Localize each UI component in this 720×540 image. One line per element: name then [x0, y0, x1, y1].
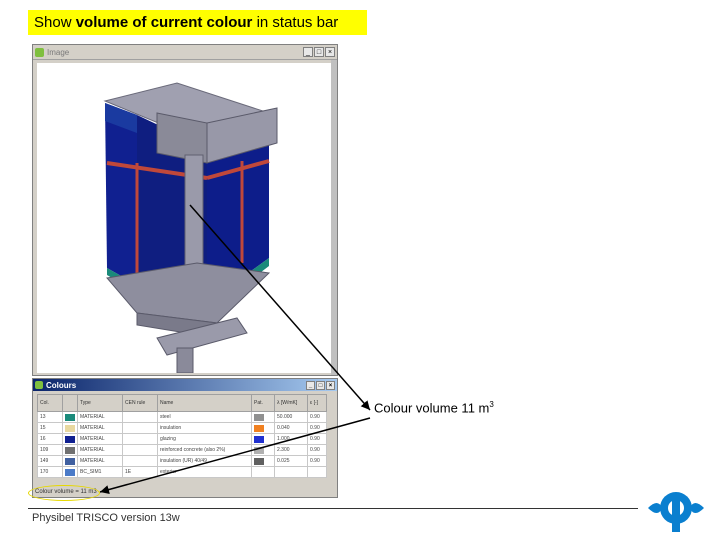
swatch-swatch: [65, 424, 75, 432]
pattern-swatch: [254, 457, 264, 465]
col-header-name[interactable]: Name: [157, 394, 252, 412]
3d-model-canvas[interactable]: [37, 63, 333, 374]
title-prefix: Show: [34, 14, 76, 31]
footer-divider: [28, 508, 638, 509]
pattern-swatch: [254, 446, 264, 454]
cell-name[interactable]: exterior: [157, 466, 252, 478]
cell-swatch[interactable]: [62, 466, 78, 478]
physibel-logo-icon: [648, 492, 704, 532]
swatch-swatch: [65, 468, 75, 476]
slide-title: Show volume of current colour in status …: [28, 10, 367, 35]
col-header-eps[interactable]: ε [-]: [307, 394, 327, 412]
annotation-superscript: 3: [489, 400, 494, 409]
app-icon: [35, 381, 43, 389]
swatch-swatch: [65, 413, 75, 421]
pattern-swatch: [254, 424, 264, 432]
3d-model-render: [103, 82, 278, 374]
pattern-swatch: [254, 413, 264, 421]
footer-text: Physibel TRISCO version 13w: [32, 512, 180, 524]
maximize-button[interactable]: □: [316, 380, 325, 390]
colours-window[interactable]: Colours _ □ × Col. Type CEN rule Name Pa…: [32, 378, 338, 498]
minimize-button[interactable]: _: [306, 380, 315, 390]
image-window-title: Image: [47, 47, 70, 57]
pattern-swatch: [254, 468, 264, 476]
app-icon: [35, 47, 44, 57]
col-header-lambda[interactable]: λ [W/mK]: [274, 394, 308, 412]
status-highlight-ellipse: [28, 485, 100, 501]
swatch-swatch: [65, 435, 75, 443]
cell-eps[interactable]: [307, 466, 327, 478]
pattern-swatch: [254, 435, 264, 443]
colours-table[interactable]: Col. Type CEN rule Name Pat. λ [W/mK] ε …: [37, 394, 327, 478]
swatch-swatch: [65, 446, 75, 454]
close-button[interactable]: ×: [326, 380, 335, 390]
vertical-scrollbar[interactable]: [331, 60, 337, 375]
maximize-button[interactable]: □: [314, 47, 324, 57]
annotation-text: Colour volume 11 m: [374, 400, 490, 416]
title-suffix: in status bar: [252, 14, 339, 31]
title-bold: volume of current colour: [75, 14, 253, 31]
close-button[interactable]: ×: [325, 47, 335, 57]
minimize-button[interactable]: _: [303, 47, 313, 57]
image-window[interactable]: Image _ □ ×: [32, 44, 338, 376]
col-header-pat[interactable]: Pat.: [251, 394, 275, 412]
image-window-titlebar[interactable]: Image _ □ ×: [33, 45, 337, 60]
colours-window-titlebar[interactable]: Colours _ □ ×: [33, 379, 337, 391]
annotation-callout: Colour volume 11 m3: [374, 400, 494, 415]
colours-window-title: Colours: [46, 380, 77, 390]
col-header-type[interactable]: Type: [77, 394, 123, 412]
swatch-swatch: [65, 457, 75, 465]
